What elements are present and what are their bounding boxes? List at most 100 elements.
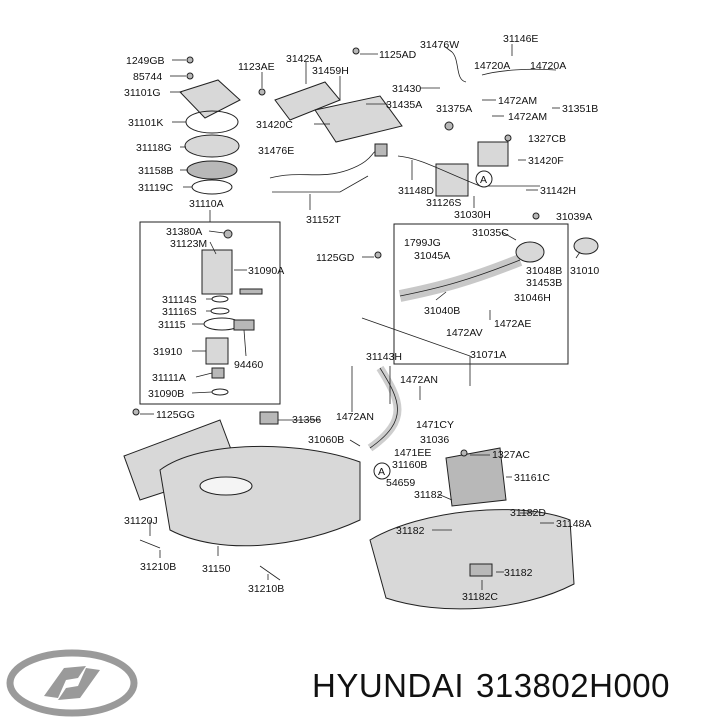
label-85744: 85744: [133, 71, 162, 83]
label-54659: 54659: [386, 477, 415, 489]
label-31158b: 31158B: [138, 165, 173, 177]
label-31435a: 31435A: [386, 99, 422, 111]
callout-a-bottom: [373, 462, 391, 480]
label-1327cb: 1327CB: [528, 133, 566, 145]
part-labels: 1249GB 85744 31101G 31101K 31118G 31158B…: [124, 33, 599, 603]
hose-31036: [367, 365, 402, 452]
label-31182-3: 31182: [504, 567, 533, 579]
bolt-1327ac: [460, 449, 468, 457]
label-14720a-2: 14720A: [530, 60, 566, 72]
label-31111a: 31111A: [152, 372, 186, 384]
bracket-31161c: [445, 447, 507, 507]
ring-31114s: [211, 295, 229, 303]
callout-a-bottom-label: A: [378, 466, 385, 478]
label-31119c: 31119C: [138, 182, 174, 194]
label-31142h: 31142H: [540, 185, 576, 197]
inlet-31048b: [515, 241, 545, 263]
strap-31210b-left: [139, 539, 161, 549]
strap-31210b-right: [259, 565, 281, 581]
label-31182-1: 31182: [414, 489, 443, 501]
label-31351b: 31351B: [562, 103, 598, 115]
label-31148d: 31148D: [398, 185, 434, 197]
label-31476w: 31476W: [420, 39, 459, 51]
label-31210b-2: 31210B: [248, 583, 284, 595]
sender-31380a: [223, 229, 233, 239]
label-1472am-2: 1472AM: [508, 111, 547, 123]
label-31114s: 31114S: [162, 294, 197, 306]
float-31090a: [239, 288, 263, 295]
label-31143h: 31143H: [366, 351, 402, 363]
label-1472an-2: 1472AN: [336, 411, 374, 423]
leaders-filler: [362, 231, 581, 320]
connector-94460: [233, 319, 255, 331]
canister-31420c: [314, 95, 403, 143]
tank-body: [159, 445, 361, 547]
bolt-1125gd: [374, 251, 382, 259]
pump-module-parts: [201, 229, 263, 396]
ring-31090b: [211, 388, 229, 396]
valve-31375a: [444, 121, 454, 131]
label-31120j: 31120J: [124, 515, 158, 527]
ring-31118g: [184, 134, 240, 158]
filler-pipe-outline: [399, 259, 521, 297]
label-1472av: 1472AV: [446, 327, 483, 339]
label-31060b: 31060B: [308, 434, 344, 446]
hyundai-logo: [6, 649, 138, 717]
valve-31420f: [477, 141, 509, 167]
hose-14720a: [481, 68, 557, 76]
logo-h-right: [58, 668, 100, 700]
vent-group: A: [397, 51, 557, 197]
filler-pipe: [398, 254, 523, 302]
seal-31119c: [191, 179, 233, 195]
pad-31182: [469, 563, 493, 577]
callout-a-top-label: A: [480, 174, 487, 186]
label-31036: 31036: [420, 434, 449, 446]
label-31148a: 31148A: [556, 518, 591, 530]
label-31430: 31430: [392, 83, 421, 95]
tank-right-body: [369, 509, 575, 610]
clip-31039a: [532, 212, 540, 220]
leaders-pump: [191, 230, 247, 394]
hose-31476w: [451, 51, 467, 83]
label-1125gd: 1125GD: [316, 252, 355, 264]
logo-h-left: [44, 666, 86, 698]
label-31453b: 31453B: [526, 277, 562, 289]
hose-31142h: [397, 155, 540, 187]
label-31035c: 31035C: [472, 227, 509, 239]
part-number: 313802H000: [476, 667, 670, 704]
label-31010: 31010: [570, 265, 599, 277]
label-14720a-1: 14720A: [474, 60, 510, 72]
label-1799jg: 1799JG: [404, 237, 441, 249]
plate-31158b: [186, 160, 238, 180]
leaders-left: [170, 59, 211, 222]
filler-neck-box: [393, 223, 569, 365]
bolt-1125gg: [132, 408, 140, 416]
label-31110a: 31110A: [189, 198, 224, 210]
hose-31152t: [272, 175, 369, 193]
nut-85744: [186, 72, 194, 80]
label-1472an-1: 1472AN: [400, 374, 438, 386]
label-31101g: 31101G: [124, 87, 161, 99]
leaders-vent: [420, 44, 560, 208]
label-31152t: 31152T: [306, 214, 341, 226]
label-31046h: 31046H: [514, 292, 551, 304]
label-31182-2: 31182: [396, 525, 425, 537]
fuel-tank-right: [369, 447, 575, 610]
bolt-1327cb: [504, 134, 512, 142]
brand-name: HYUNDAI: [312, 667, 464, 704]
label-1125ad: 1125AD: [379, 49, 417, 61]
strainer-31111a: [211, 367, 225, 379]
label-31210b-1: 31210B: [140, 561, 176, 573]
fuel-tank-31150: [123, 408, 361, 581]
logo-oval: [6, 649, 138, 717]
label-31048b: 31048B: [526, 265, 562, 277]
label-31090a: 31090A: [248, 265, 284, 277]
leaders-tank-left: [140, 413, 269, 580]
bolt-1249gb: [186, 56, 194, 64]
clip-31356: [259, 411, 279, 425]
label-31090b: 31090B: [148, 388, 184, 400]
pump-module-box: [139, 221, 281, 405]
label-31150: 31150: [202, 563, 231, 575]
tank-opening: [199, 476, 253, 496]
